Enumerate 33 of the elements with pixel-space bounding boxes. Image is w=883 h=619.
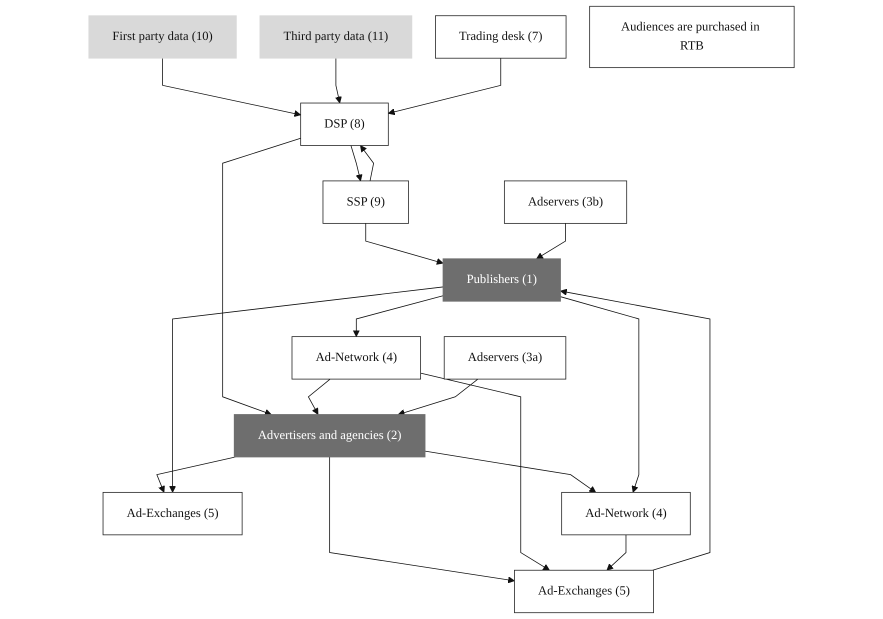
arrow: [606, 534, 626, 571]
arrow: [536, 222, 566, 260]
arrow: [222, 138, 302, 416]
arrow: [156, 456, 236, 493]
node-box: Advertisers and agencies (2): [234, 414, 426, 458]
arrow: [388, 58, 502, 116]
arrow: [169, 286, 444, 493]
arrow: [308, 378, 331, 415]
arrow: [560, 288, 710, 571]
arrow: [329, 456, 515, 584]
arrow: [360, 145, 374, 182]
arrow: [335, 58, 342, 104]
node-box: Ad-Network (4): [292, 336, 421, 380]
node-box: Ad-Network (4): [561, 492, 691, 536]
arrow: [398, 378, 478, 416]
node-box: Adservers (3a): [444, 336, 566, 380]
arrow: [420, 372, 550, 571]
arrow: [560, 296, 640, 493]
node-box: DSP (8): [300, 102, 389, 146]
node-box: Audiences are purchased in RTB: [589, 6, 795, 68]
arrow: [352, 295, 444, 337]
node-box: Ad-Exchanges (5): [514, 570, 654, 614]
node-box: SSP (9): [322, 180, 409, 224]
arrow: [350, 145, 362, 182]
node-box: Adservers (3b): [504, 180, 628, 224]
arrow: [424, 450, 596, 493]
arrow: [162, 58, 301, 117]
node-box: Trading desk (7): [435, 15, 566, 59]
node-box: Ad-Exchanges (5): [102, 492, 243, 536]
node-box: Third party data (11): [260, 15, 412, 59]
node-box: Publishers (1): [442, 258, 561, 302]
arrow: [365, 222, 444, 265]
node-box: First party data (10): [88, 15, 237, 59]
